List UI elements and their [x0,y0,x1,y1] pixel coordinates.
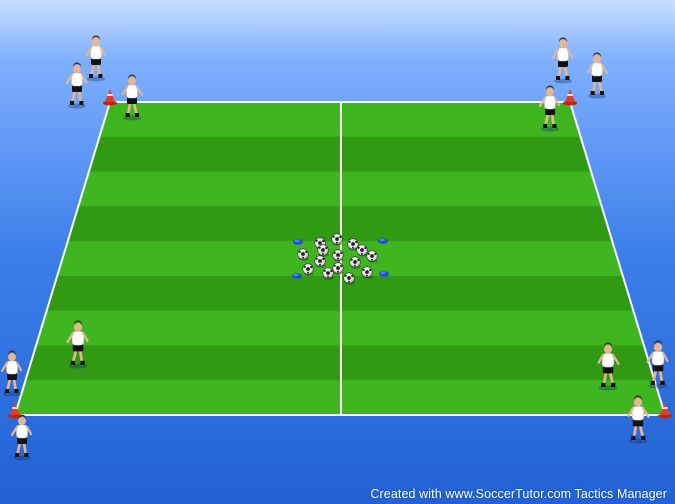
ball [303,264,314,276]
ball [362,267,373,279]
pitch-stripe [0,311,675,346]
player [553,38,572,84]
player [67,63,86,109]
ball [318,245,329,257]
player [86,36,105,82]
ball [367,251,378,263]
ball [298,249,309,261]
ball [344,273,355,285]
pitch-stripe [0,276,675,311]
player [2,351,21,397]
ball [333,263,344,275]
ball [315,256,326,268]
ball [357,245,368,257]
player [12,415,31,461]
watermark-text: Created with www.SoccerTutor.com Tactics… [370,487,667,501]
pitch-stripe [0,345,675,380]
ball [323,268,334,280]
pitch-stripe [0,380,675,415]
blue-marker [379,271,389,277]
ball [332,234,343,246]
red-cone [563,89,577,106]
ball [333,250,344,262]
blue-marker [293,239,303,245]
blue-marker [378,238,388,244]
pitch-stripe [0,137,675,172]
red-cone [103,89,117,106]
blue-marker [292,273,302,279]
player [588,53,607,99]
ball [350,257,361,269]
pitch-stripe [0,172,675,207]
